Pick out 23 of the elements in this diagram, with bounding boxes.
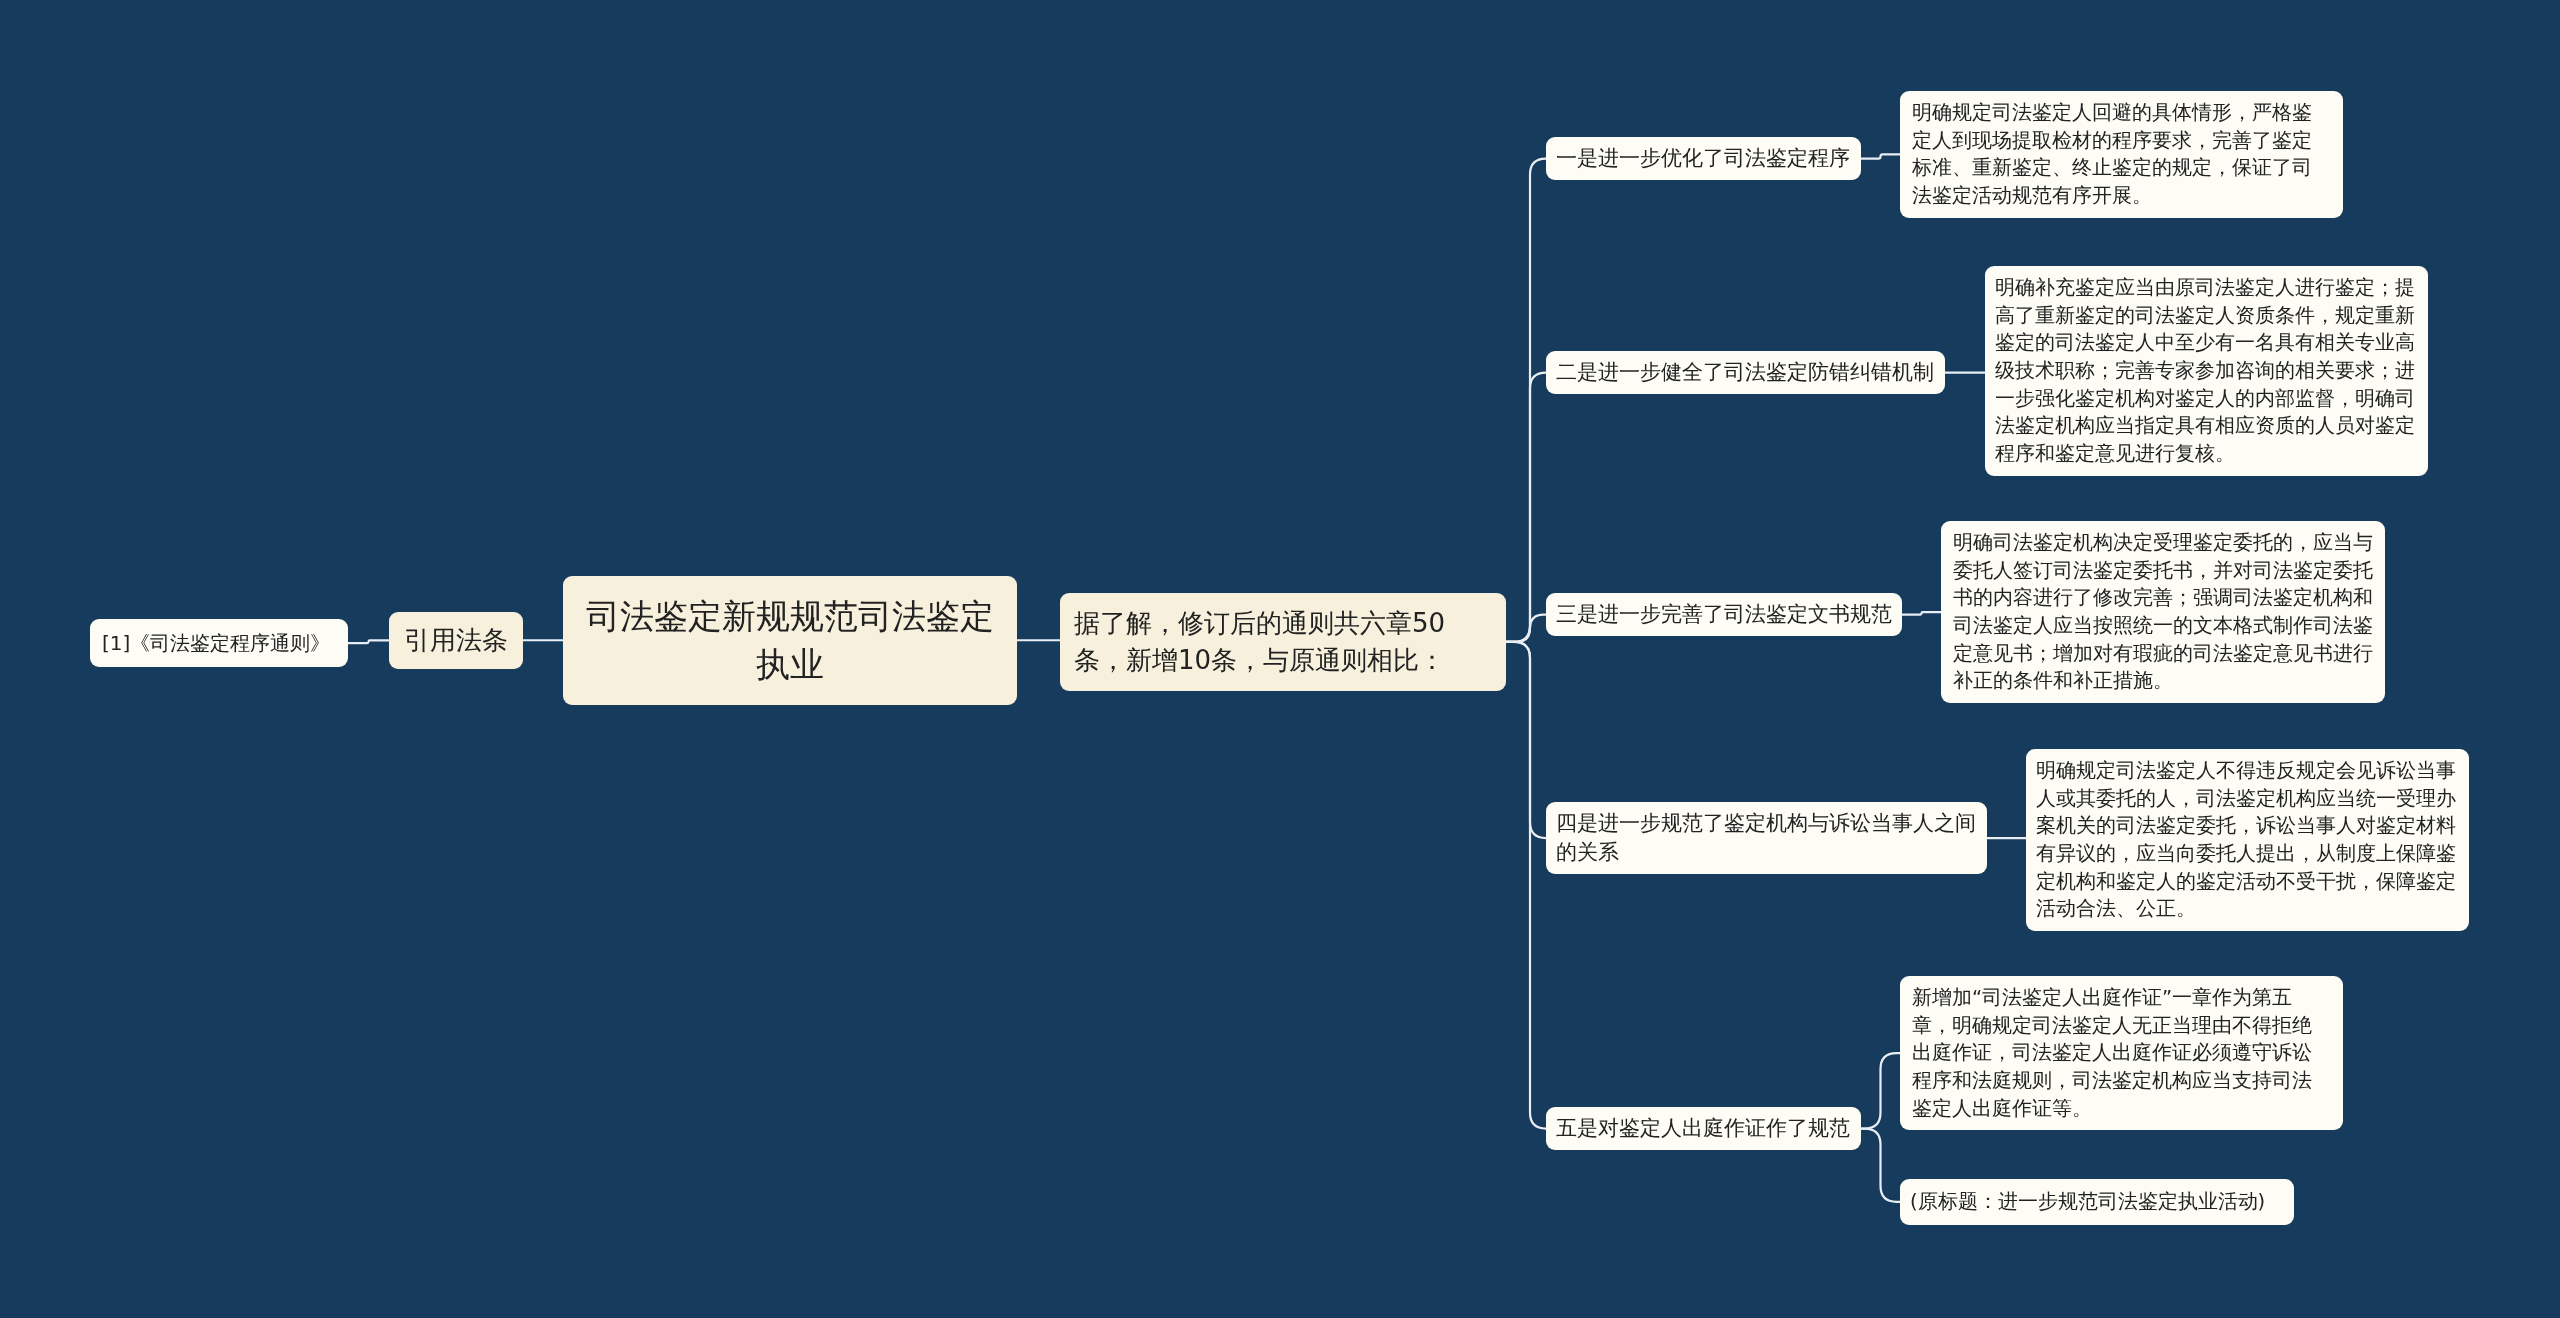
note-box: (原标题：进一步规范司法鉴定执业活动) [1900, 1179, 2294, 1225]
leaf-box: [1]《司法鉴定程序通则》 [90, 619, 348, 668]
branch-box: 一是进一步优化了司法鉴定程序 [1546, 137, 1861, 181]
connector-line [1945, 371, 1985, 374]
branch-box: 四是进一步规范了鉴定机构与诉讼当事人之间的关系 [1546, 802, 1987, 875]
detail-box: 明确补充鉴定应当由原司法鉴定人进行鉴定；提高了重新鉴定的司法鉴定人资质条件，规定重新鉴定的司法鉴定人中至少有一名具有相关专业高级技术职称；完善专家参加咨询的相关要求；进一步强化鉴定机构对鉴定人的内部监督，明确司法鉴定机构应当指定具有相应资质的人员对鉴定程序和鉴定意见进行复核。 [1985, 266, 2428, 476]
connector-line [1861, 153, 1900, 160]
connector-line [523, 639, 563, 642]
detail-box: 明确规定司法鉴定人回避的具体情形，严格鉴定人到现场提取检材的程序要求，完善了鉴定标准、重新鉴定、终止鉴定的规定，保证了司法鉴定活动规范有序开展。 [1900, 91, 2343, 218]
connector-line [1017, 639, 1060, 642]
detail-box: 明确规定司法鉴定人不得违反规定会见诉讼当事人或其委托的人，司法鉴定机构应当统一受理办案机关的司法鉴定委托，诉讼当事人对鉴定材料有异议的，应当向委托人提出，从制度上保障鉴定机构和鉴定人的鉴定活动不受干扰，保障鉴定活动合法、公正。 [2026, 749, 2469, 932]
detail-box: 明确司法鉴定机构决定受理鉴定委托的，应当与委托人签订司法鉴定委托书，并对司法鉴定委托书的内容进行了修改完善；强调司法鉴定机构和司法鉴定人应当按照统一的文本格式制作司法鉴定意见书；增加对有瑕疵的司法鉴定意见书进行补正的条件和补正措施。 [1941, 521, 2385, 704]
branch-box: 三是进一步完善了司法鉴定文书规范 [1546, 593, 1902, 637]
detail-box: 新增加“司法鉴定人出庭作证”一章作为第五章，明确规定司法鉴定人无正当理由不得拒绝出庭作证，司法鉴定人出庭作证必须遵守诉讼程序和法庭规则，司法鉴定机构应当支持司法鉴定人出庭作证等。 [1900, 976, 2343, 1131]
root-box: 司法鉴定新规规范司法鉴定执业 [563, 576, 1017, 705]
branch-box: 二是进一步健全了司法鉴定防错纠错机制 [1546, 351, 1945, 395]
connector-line [348, 639, 389, 645]
topic-box: 据了解，修订后的通则共六章50条，新增10条，与原通则相比： [1060, 593, 1506, 691]
connector-line [1506, 640, 1548, 1130]
connector-line [1902, 610, 1941, 616]
connector-line [1987, 837, 2026, 840]
branch-box: 五是对鉴定人出庭作证作了规范 [1546, 1107, 1861, 1151]
topic-box: 引用法条 [389, 612, 523, 669]
